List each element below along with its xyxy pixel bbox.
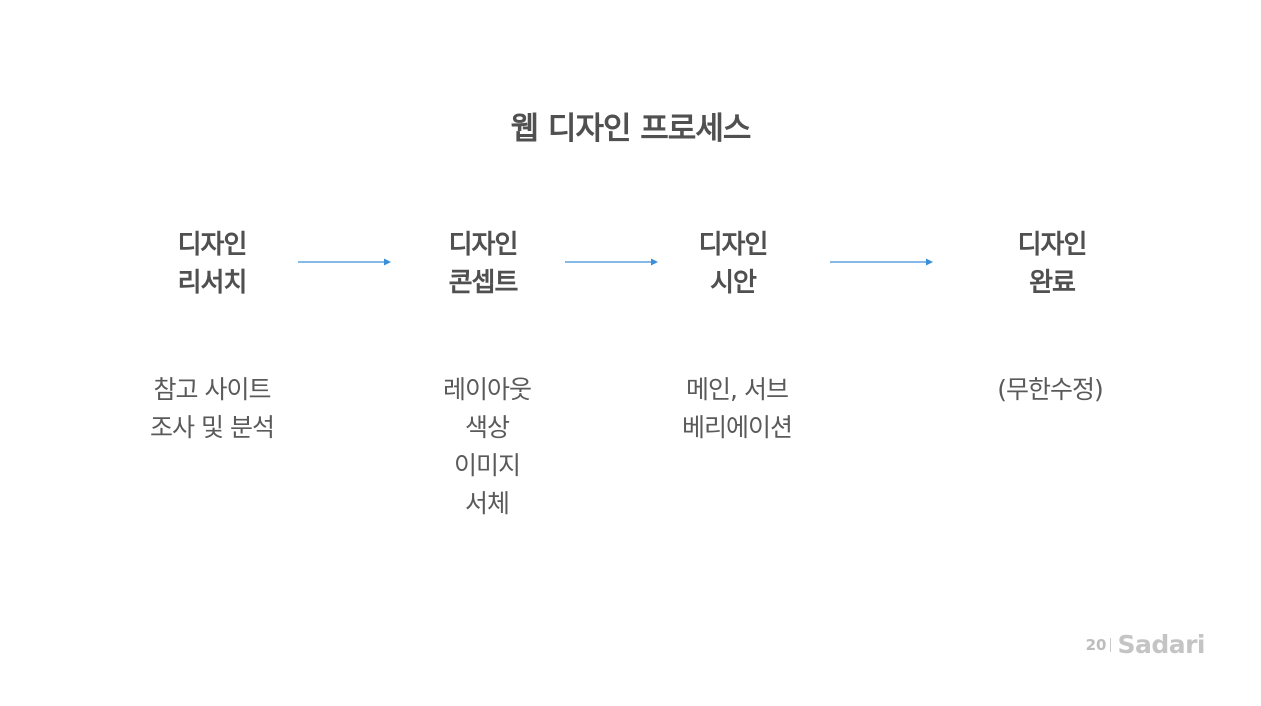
brand-logo: Sadari: [1117, 630, 1205, 659]
page-number: 20: [1085, 635, 1107, 654]
step-label-line1: 디자인: [177, 230, 248, 260]
process-step-concept: 디자인 콘셉트: [383, 226, 583, 302]
description-line: 메인, 서브: [686, 375, 789, 404]
process-step-draft: 디자인 시안: [633, 226, 833, 302]
arrow-right-icon: [565, 256, 659, 268]
step-description-complete: (무한수정): [940, 371, 1160, 409]
step-label-line2: 완료: [1029, 268, 1076, 298]
step-label-line2: 시안: [710, 268, 757, 298]
arrow-right-icon: [298, 256, 392, 268]
description-line: 참고 사이트: [153, 375, 272, 404]
description-line: 베리에이션: [681, 413, 793, 442]
description-line: (무한수정): [997, 375, 1104, 404]
step-label-line1: 디자인: [1017, 230, 1088, 260]
step-description-concept: 레이아웃 색상 이미지 서체: [377, 371, 597, 523]
page-title: 웹 디자인 프로세스: [510, 111, 752, 147]
description-line: 색상: [464, 413, 510, 442]
step-label-line1: 디자인: [698, 230, 769, 260]
step-label-line2: 콘셉트: [448, 268, 519, 298]
footer-divider: [1110, 637, 1112, 652]
process-step-complete: 디자인 완료: [952, 226, 1152, 302]
description-line: 레이아웃: [442, 375, 532, 404]
footer: 20 Sadari: [1085, 630, 1206, 659]
step-description-draft: 메인, 서브 베리에이션: [627, 371, 847, 447]
arrow-right-icon: [830, 256, 934, 268]
step-description-research: 참고 사이트 조사 및 분석: [102, 371, 322, 447]
description-line: 조사 및 분석: [150, 413, 275, 442]
step-label-line2: 리서치: [177, 268, 248, 298]
step-label-line1: 디자인: [448, 230, 519, 260]
process-step-research: 디자인 리서치: [112, 226, 312, 302]
description-line: 서체: [464, 489, 510, 518]
description-line: 이미지: [453, 451, 521, 480]
